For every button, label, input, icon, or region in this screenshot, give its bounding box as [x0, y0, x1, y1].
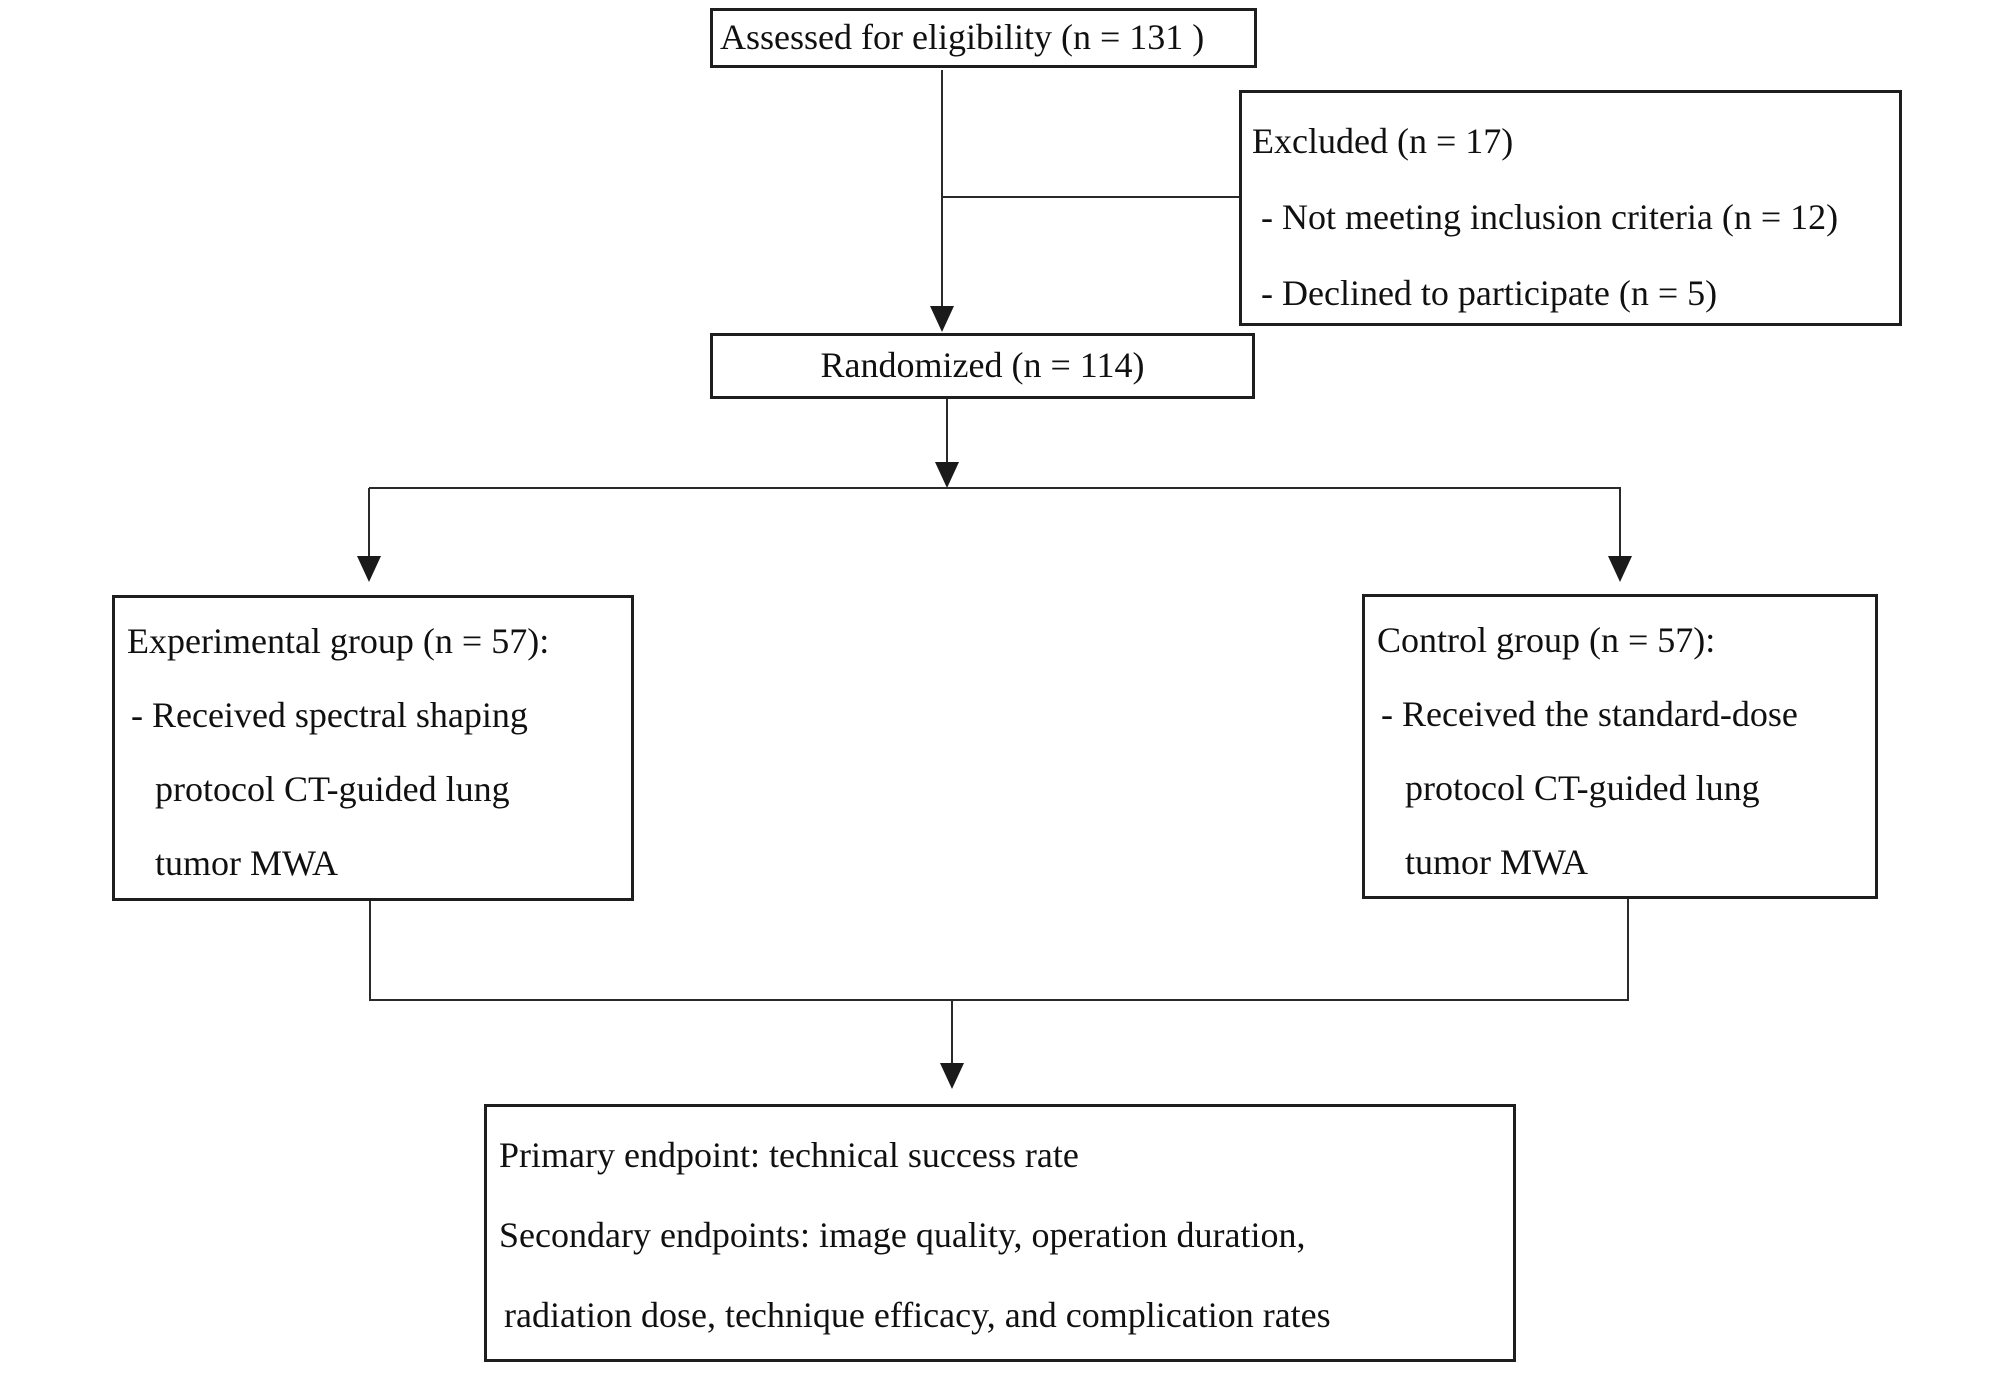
secondary-endpoints-text: Secondary endpoints: image quality, oper…: [499, 1215, 1306, 1255]
connector-split-to-control: [1619, 488, 1621, 558]
assessed-eligibility-text: Assessed for eligibility (n = 131 ): [720, 17, 1205, 58]
excluded-item-not-meeting-criteria: - Not meeting inclusion criteria (n = 12…: [1261, 197, 1839, 237]
connector-assessed-to-randomized: [941, 70, 943, 308]
control-group-line-tumor: tumor MWA: [1405, 842, 1588, 882]
arrowhead-into-split: [935, 462, 959, 488]
excluded-item-declined: - Declined to participate (n = 5): [1261, 273, 1718, 313]
arrowhead-into-experimental: [357, 556, 381, 582]
connector-experimental-to-merge: [369, 901, 371, 1001]
excluded-title: Excluded (n = 17): [1252, 121, 1514, 161]
experimental-group-line-protocol: protocol CT-guided lung: [155, 769, 510, 809]
randomized-box: Randomized (n = 114): [710, 333, 1255, 399]
connector-split-to-experimental: [368, 488, 370, 558]
endpoints-box: Primary endpoint: technical success rate…: [484, 1104, 1516, 1362]
connector-merge-to-endpoints: [951, 1001, 953, 1065]
experimental-group-line-tumor: tumor MWA: [155, 843, 338, 883]
excluded-box: Excluded (n = 17) - Not meeting inclusio…: [1239, 90, 1902, 326]
merge-horizontal-line: [369, 999, 1629, 1001]
primary-endpoint-text: Primary endpoint: technical success rate: [499, 1135, 1079, 1175]
control-group-title: Control group (n = 57):: [1377, 620, 1716, 660]
secondary-endpoints-continuation-text: radiation dose, technique efficacy, and …: [504, 1295, 1331, 1335]
arrowhead-into-control: [1608, 556, 1632, 582]
connector-randomized-to-split: [946, 399, 948, 463]
connector-control-to-merge: [1627, 899, 1629, 1001]
control-group-line-protocol: protocol CT-guided lung: [1405, 768, 1760, 808]
control-group-line-received: - Received the standard-dose: [1381, 694, 1798, 734]
randomized-text: Randomized (n = 114): [820, 345, 1145, 386]
assessed-eligibility-box: Assessed for eligibility (n = 131 ): [710, 8, 1257, 68]
split-horizontal-line: [369, 487, 1621, 489]
arrowhead-into-randomized: [930, 306, 954, 332]
arrowhead-into-endpoints: [940, 1063, 964, 1089]
experimental-group-line-received: - Received spectral shaping: [131, 695, 528, 735]
connector-to-excluded: [942, 196, 1239, 198]
experimental-group-box: Experimental group (n = 57): - Received …: [112, 595, 634, 901]
experimental-group-title: Experimental group (n = 57):: [127, 621, 550, 661]
control-group-box: Control group (n = 57): - Received the s…: [1362, 594, 1878, 899]
